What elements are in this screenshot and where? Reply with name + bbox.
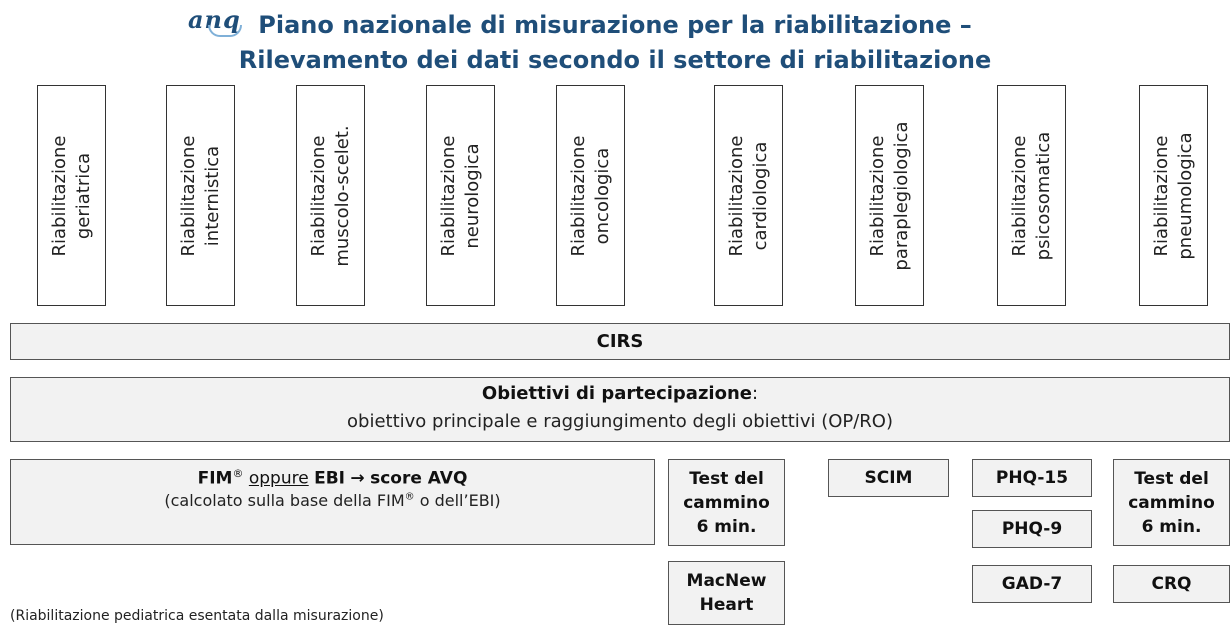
sector-label: paraplegiologica <box>890 120 912 271</box>
sector-label: Riabilitazione <box>48 135 70 256</box>
sector-label: geriatrica <box>72 152 94 239</box>
sector-label: Riabilitazione <box>1008 135 1030 256</box>
sector-label: Riabilitazione <box>177 135 199 256</box>
footer-note: (Riabilitazione pediatrica esentata dall… <box>10 608 384 624</box>
cirs-bar: CIRS <box>10 323 1230 360</box>
sector-label: cardiologica <box>749 141 771 250</box>
sector-label: internistica <box>201 145 223 246</box>
sector-label: Riabilitazione <box>725 135 747 256</box>
fim-ebi-title: FIM® oppure EBI → score AVQ <box>197 467 468 489</box>
sector-label: Riabilitazione <box>1150 135 1172 256</box>
title-line-2: Rilevamento dei dati secondo il settore … <box>238 46 992 74</box>
sector-label: Riabilitazione <box>866 135 888 256</box>
sector-label: muscolo-scelet. <box>331 124 353 267</box>
phq-9-box: PHQ-9 <box>972 510 1092 548</box>
sector-label: Riabilitazione <box>437 135 459 256</box>
sector-label: Riabilitazione <box>307 135 329 256</box>
objectives-subtitle: obiettivo principale e raggiungimento de… <box>347 411 893 432</box>
sector-label: oncologica <box>591 147 613 244</box>
sector-label: neurologica <box>461 142 483 249</box>
gad-7-box: GAD-7 <box>972 565 1092 603</box>
fim-ebi-box: FIM® oppure EBI → score AVQ (calcolato s… <box>10 459 655 545</box>
phq-15-box: PHQ-15 <box>972 459 1092 497</box>
scim-box: SCIM <box>828 459 949 497</box>
objectives-bar: Obiettivi di partecipazione: obiettivo p… <box>10 377 1230 442</box>
sector-label: psicosomatica <box>1032 131 1054 260</box>
objectives-title: Obiettivi di partecipazione: <box>481 383 759 404</box>
sector-label: pneumologica <box>1174 131 1196 260</box>
title-line-1: Piano nazionale di misurazione per la ri… <box>258 11 972 39</box>
crq-box: CRQ <box>1113 565 1230 603</box>
fim-ebi-note: (calcolato sulla base della FIM® o dell’… <box>164 491 501 510</box>
anq-logo: anq <box>188 5 260 37</box>
sector-label: Riabilitazione <box>567 135 589 256</box>
